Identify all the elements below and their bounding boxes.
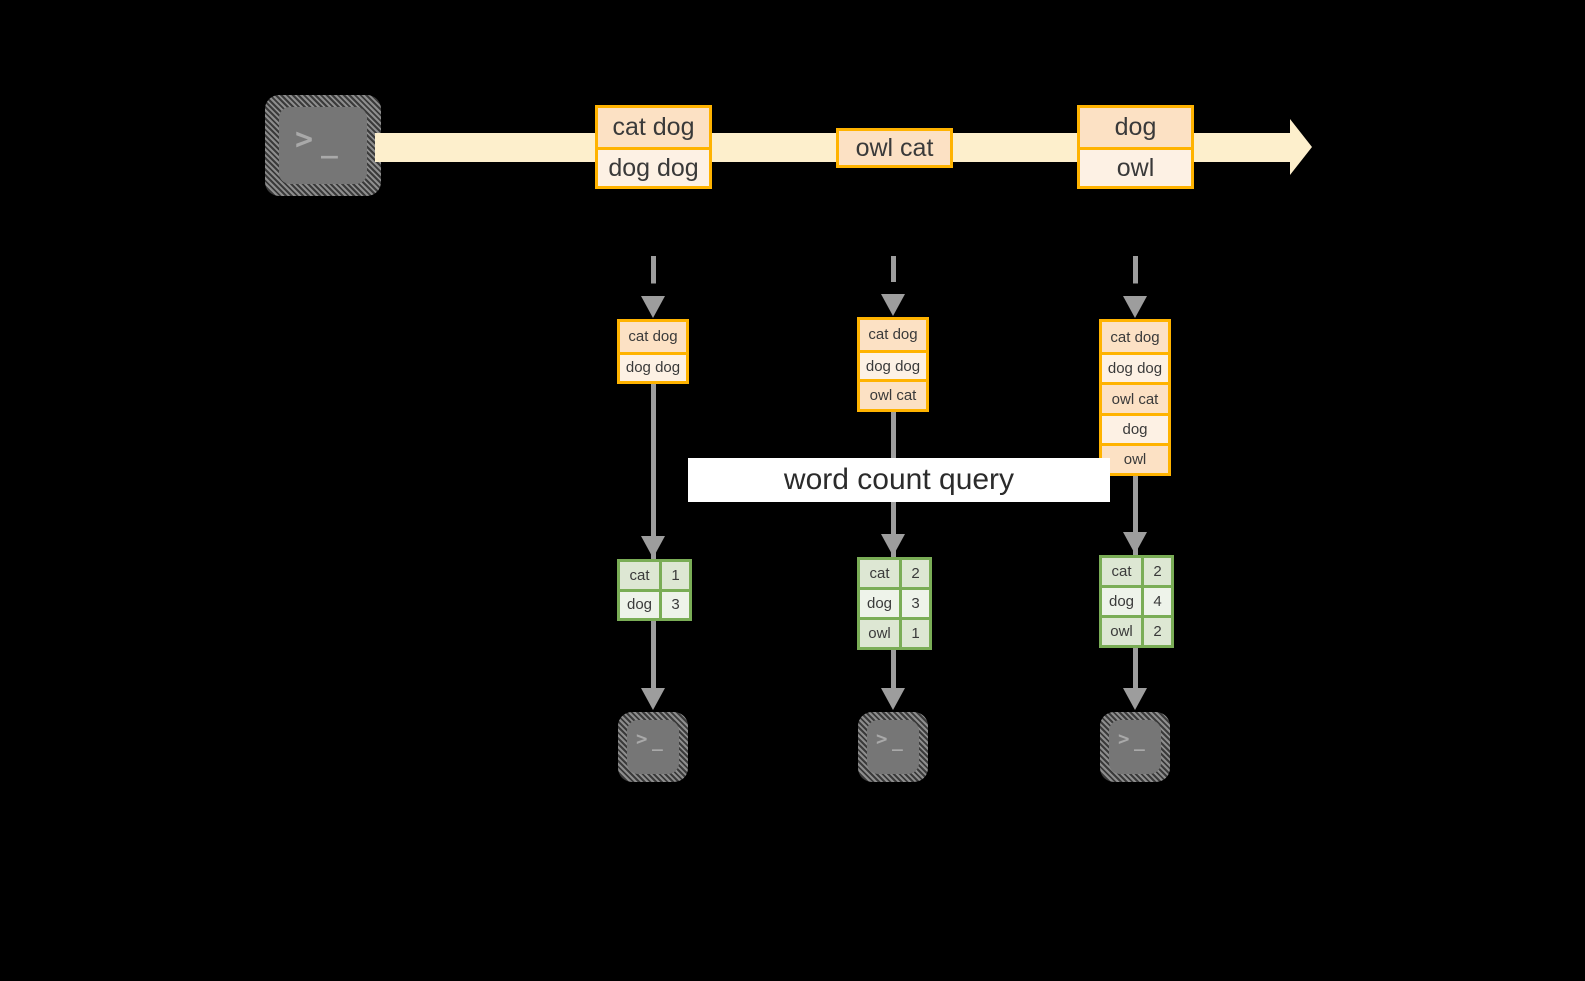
result-count: 4: [1144, 588, 1171, 615]
input-table-row: dog: [1102, 412, 1168, 443]
trigger-1-query-connector: [651, 384, 656, 560]
result-word: cat: [620, 562, 662, 589]
result-word: dog: [860, 590, 902, 617]
stream-batch-1: cat dog dog dog: [595, 105, 712, 189]
terminal-prompt-glyph: >: [1118, 728, 1131, 750]
terminal-prompt-glyph: >: [876, 728, 889, 750]
trigger-3-result-table: cat 2 dog 4 owl 2: [1099, 555, 1174, 648]
trigger-2-sink-terminal-icon: > _: [858, 712, 928, 782]
source-terminal-icon: > _: [265, 95, 381, 196]
stream-record: owl: [1080, 147, 1191, 186]
stream-record: cat dog: [598, 108, 709, 147]
trigger-2-dashed-arrowhead-icon: [881, 294, 905, 316]
terminal-screen: [1109, 720, 1161, 774]
table-row: cat 1: [620, 562, 689, 589]
table-row: dog 4: [1102, 585, 1171, 615]
trigger-3-sink-terminal-icon: > _: [1100, 712, 1170, 782]
input-table-row: cat dog: [1102, 322, 1168, 353]
trigger-3-sink-connector: [1133, 648, 1138, 692]
result-count: 1: [662, 562, 689, 589]
stream-record: dog: [1080, 108, 1191, 147]
terminal-prompt-glyph: >: [636, 728, 649, 750]
terminal-cursor-glyph: _: [321, 126, 339, 159]
trigger-1-unbounded-table: cat dog dog dog: [617, 319, 689, 384]
trigger-2-dashed-connector: [891, 256, 896, 298]
trigger-1-dashed-connector: [651, 256, 656, 300]
stream-batch-3: dog owl: [1077, 105, 1194, 189]
input-table-row: owl cat: [1102, 382, 1168, 413]
trigger-2-query-arrowhead-icon: [881, 534, 905, 556]
input-table-row: dog dog: [860, 349, 926, 380]
word-count-query-label: word count query: [688, 458, 1110, 502]
result-word: dog: [1102, 588, 1144, 615]
stream-arrowhead-icon: [1290, 119, 1312, 175]
stream-batch-2: owl cat: [836, 128, 953, 168]
result-word: owl: [1102, 618, 1144, 645]
terminal-screen: [627, 720, 679, 774]
trigger-3-sink-arrowhead-icon: [1123, 688, 1147, 710]
stream-record: dog dog: [598, 147, 709, 186]
terminal-cursor-glyph: _: [652, 731, 664, 752]
input-table-row: cat dog: [860, 320, 926, 350]
trigger-3-query-connector: [1133, 476, 1138, 556]
input-table-row: owl cat: [860, 379, 926, 409]
table-row: cat 2: [1102, 558, 1171, 585]
trigger-3-dashed-arrowhead-icon: [1123, 296, 1147, 318]
trigger-3-unbounded-table: cat dog dog dog owl cat dog owl: [1099, 319, 1171, 476]
terminal-screen: [279, 107, 367, 184]
terminal-screen: [867, 720, 919, 774]
result-count: 3: [902, 590, 929, 617]
result-count: 1: [902, 620, 929, 647]
result-count: 3: [662, 591, 689, 618]
result-count: 2: [1144, 558, 1171, 585]
table-row: owl 2: [1102, 615, 1171, 645]
table-row: owl 1: [860, 617, 929, 647]
trigger-3-query-arrowhead-icon: [1123, 532, 1147, 554]
trigger-2-sink-connector: [891, 650, 896, 692]
result-count: 2: [1144, 618, 1171, 645]
terminal-cursor-glyph: _: [892, 731, 904, 752]
trigger-1-sink-arrowhead-icon: [641, 688, 665, 710]
trigger-1-sink-connector: [651, 621, 656, 691]
input-table-row: cat dog: [620, 322, 686, 352]
result-word: cat: [1102, 558, 1144, 585]
trigger-1-dashed-arrowhead-icon: [641, 296, 665, 318]
input-table-row: dog dog: [620, 351, 686, 381]
result-word: dog: [620, 591, 662, 618]
trigger-2-sink-arrowhead-icon: [881, 688, 905, 710]
table-row: dog 3: [620, 588, 689, 618]
result-word: cat: [860, 560, 902, 587]
table-row: dog 3: [860, 587, 929, 617]
trigger-3-dashed-connector: [1133, 256, 1138, 300]
result-word: owl: [860, 620, 902, 647]
terminal-prompt-glyph: >: [295, 122, 315, 157]
input-table-row: dog dog: [1102, 352, 1168, 383]
table-row: cat 2: [860, 560, 929, 587]
trigger-1-query-arrowhead-icon: [641, 536, 665, 558]
terminal-cursor-glyph: _: [1134, 731, 1146, 752]
input-table-row: owl: [1102, 442, 1168, 473]
result-count: 2: [902, 560, 929, 587]
trigger-2-result-table: cat 2 dog 3 owl 1: [857, 557, 932, 650]
trigger-1-sink-terminal-icon: > _: [618, 712, 688, 782]
trigger-1-result-table: cat 1 dog 3: [617, 559, 692, 621]
trigger-2-unbounded-table: cat dog dog dog owl cat: [857, 317, 929, 412]
